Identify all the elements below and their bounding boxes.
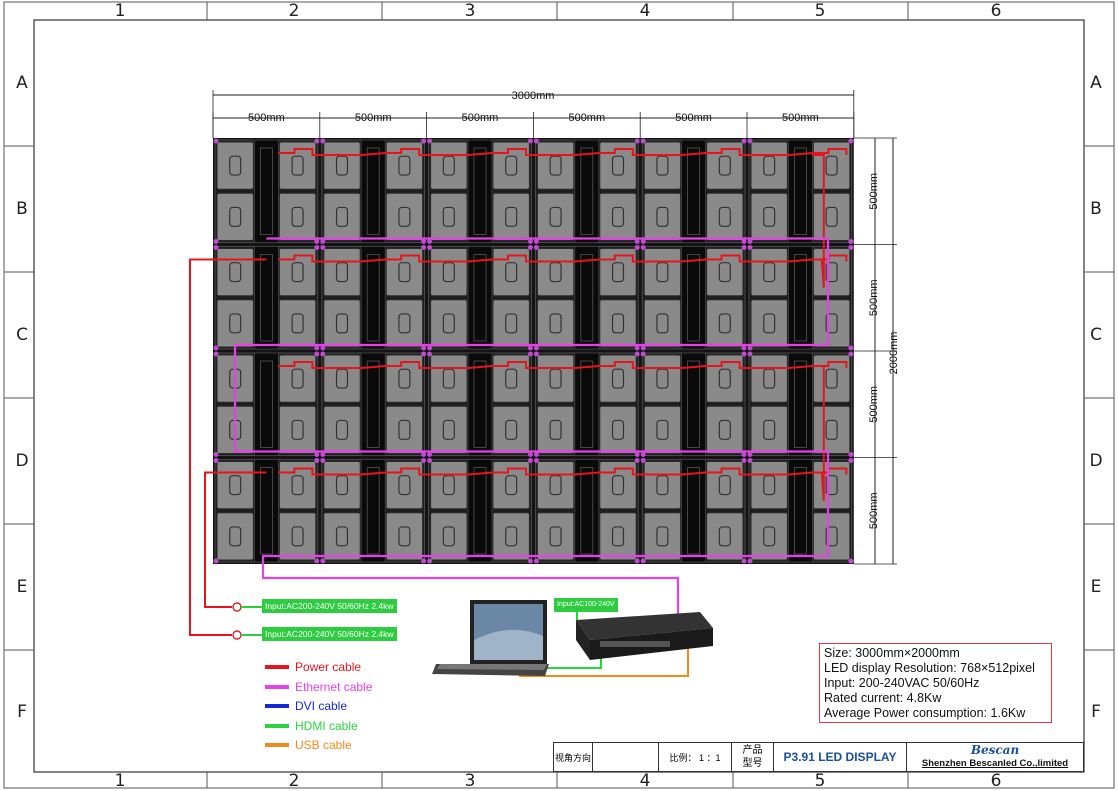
column-label-top-2: 2 [288, 1, 300, 21]
led-cabinet [320, 458, 427, 564]
ethernet-cable [233, 237, 830, 645]
view-direction-label: 视角方向 [553, 742, 593, 772]
company-name: Shenzhen Bescanled Co.,limited [921, 758, 1069, 769]
legend-swatch [265, 665, 289, 669]
power-cable-jumper [812, 154, 825, 288]
led-cabinet [640, 138, 747, 244]
brand-logo: Bescan [970, 743, 1020, 757]
controller-input-tag: Input:AC100-240V [554, 598, 618, 612]
legend-swatch [265, 684, 289, 689]
legend-swatch [265, 704, 289, 708]
led-cabinet [640, 351, 747, 457]
column-label-bottom-6: 6 [990, 771, 1002, 791]
view-direction-symbol [593, 742, 659, 772]
row-label-left-D: D [15, 451, 29, 471]
legend-label: Power cable [295, 660, 362, 674]
legend-label: HDMI cable [295, 718, 358, 733]
led-cabinet [320, 138, 427, 244]
led-cabinet [747, 351, 854, 457]
spec-power: Average Power consumption: 1.6Kw [824, 706, 1026, 720]
legend-label: DVI cable [295, 699, 348, 713]
legend-item-4: USB cable [265, 736, 352, 754]
row-label-right-C: C [1090, 325, 1102, 345]
led-cabinet [533, 138, 640, 244]
spec-input: Input: 200-240VAC 50/60Hz [824, 676, 980, 690]
row-label-right-E: E [1090, 577, 1102, 597]
cable-routes [189, 148, 848, 677]
power-cable-row [278, 254, 848, 263]
led-cabinet [213, 458, 320, 564]
spec-resolution: LED display Resolution: 768×512pixel [824, 661, 1035, 675]
column-label-bottom-2: 2 [288, 771, 300, 791]
spec-current: Rated current: 4.8Kw [824, 691, 942, 705]
product-label-line-2: 型号 [742, 758, 763, 769]
led-cabinet [320, 245, 427, 351]
led-cabinet [427, 245, 533, 351]
led-cabinet [747, 138, 854, 244]
column-label-top-3: 3 [464, 1, 476, 21]
power-cable-row [278, 361, 848, 369]
grid-ticks [4, 2, 1114, 788]
led-cabinet [213, 138, 320, 244]
row-label-right-A: A [1090, 73, 1102, 93]
spec-size: Size: 3000mm×2000mm [824, 646, 960, 660]
power-input-tag-2: Input:AC200-240V 50/60Hz 2.4kw [262, 627, 397, 641]
row-label-left-E: E [16, 577, 28, 597]
led-cabinet [213, 351, 320, 457]
led-cabinet [213, 245, 320, 351]
power-cable-row [278, 148, 848, 156]
column-label-top-1: 1 [114, 1, 126, 21]
cabinet-grid [213, 138, 854, 564]
row-label-right-F: F [1091, 702, 1101, 722]
led-cabinet [533, 351, 640, 457]
product-name: P3.91 LED DISPLAY [774, 742, 907, 772]
row-label-right-D: D [1089, 451, 1103, 471]
power-cable-main-1 [189, 258, 267, 636]
column-label-top-6: 6 [990, 1, 1002, 21]
legend-item-2: DVI cable [265, 697, 347, 715]
company-block: Bescan Shenzhen Bescanled Co.,limited [907, 742, 1084, 772]
row-label-left-F: F [17, 702, 27, 722]
product-label-line-1: 产品 [742, 745, 763, 756]
column-label-bottom-5: 5 [814, 771, 826, 791]
legend-item-3: HDMI cable [265, 717, 358, 735]
led-cabinet [427, 351, 533, 457]
power-input-tag-1: Input:AC200-240V 50/60Hz 2.4kw [262, 599, 397, 613]
controller-box-icon [576, 612, 713, 660]
outer-border [3, 1, 1115, 789]
legend-label: Ethernet cable [295, 679, 373, 694]
column-label-top-4: 4 [639, 1, 651, 21]
row-label-left-B: B [16, 199, 28, 219]
legend-swatch [265, 723, 289, 728]
led-cabinet [427, 138, 533, 244]
power-cable-main-2 [204, 471, 267, 608]
power-cable-row [278, 467, 848, 476]
column-label-bottom-3: 3 [464, 771, 476, 791]
column-label-top-5: 5 [814, 1, 826, 21]
led-cabinet [640, 458, 747, 564]
inner-border [33, 19, 1085, 773]
legend-label: USB cable [295, 738, 352, 752]
legend-swatch [265, 743, 289, 747]
legend-item-1: Ethernet cable [265, 678, 372, 696]
product-model-label: 产品 型号 [732, 742, 774, 772]
led-cabinet [533, 245, 640, 351]
legend-item-0: Power cable [265, 658, 361, 676]
row-label-right-B: B [1090, 199, 1102, 219]
column-label-bottom-1: 1 [114, 771, 126, 791]
scale-label: 比例： 1 ：1 [659, 742, 732, 772]
led-cabinet [747, 245, 854, 351]
row-label-left-C: C [16, 325, 28, 345]
laptop-icon [432, 600, 549, 676]
led-cabinet [427, 458, 533, 564]
column-label-bottom-4: 4 [639, 771, 651, 791]
power-cable-jumper [820, 366, 825, 501]
row-label-left-A: A [16, 73, 28, 93]
dimension-lines [212, 90, 897, 565]
led-cabinet [533, 458, 640, 564]
spec-box: Size: 3000mm×2000mm LED display Resoluti… [819, 643, 1052, 723]
led-cabinet [747, 458, 854, 564]
